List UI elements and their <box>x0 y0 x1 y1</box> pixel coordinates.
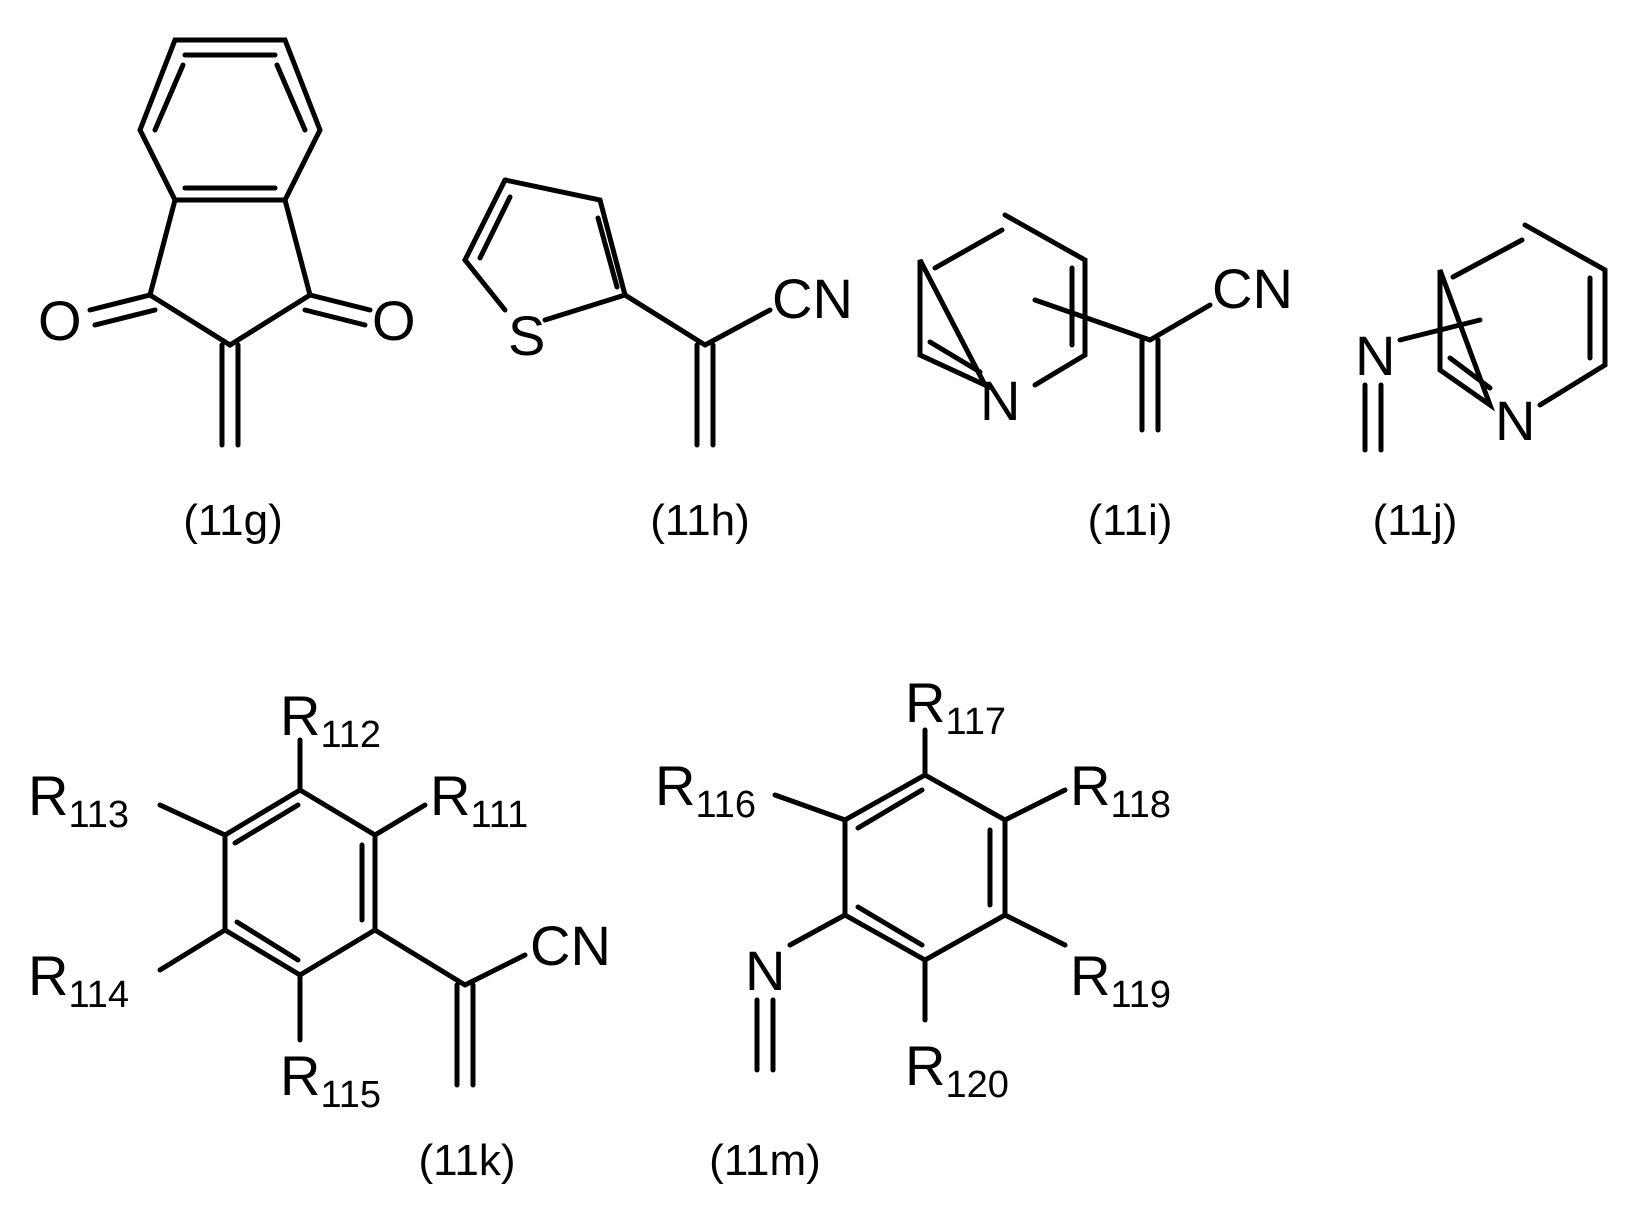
caption-11j: (11j) <box>1373 496 1458 545</box>
structure-11j: N N (11j) <box>1355 225 1605 545</box>
cn-label: CN <box>772 267 853 330</box>
substituent-r116: R116 <box>655 754 756 826</box>
oxygen-label-right: O <box>372 289 416 352</box>
substituent-r117: R117 <box>905 671 1006 743</box>
caption-11m: (11m) <box>709 1136 821 1185</box>
substituent-r119: R119 <box>1070 944 1171 1016</box>
cn-label: CN <box>1212 257 1293 320</box>
structure-11i: N CN (11i) <box>920 215 1293 545</box>
nitrogen-label: N <box>745 939 785 1002</box>
substituent-r114: R114 <box>28 944 129 1016</box>
caption-11i: (11i) <box>1088 496 1173 545</box>
structure-11g: O O (11g) <box>38 40 416 545</box>
substituent-r120: R120 <box>905 1034 1009 1106</box>
imine-nitrogen-label: N <box>1355 324 1395 387</box>
structure-11m: R117 R116 R118 R119 R120 N (11m) <box>655 671 1171 1185</box>
substituent-r111: R111 <box>430 764 528 836</box>
substituent-r115: R115 <box>280 1044 381 1116</box>
cn-label: CN <box>530 914 611 977</box>
caption-11k: (11k) <box>419 1136 516 1185</box>
substituent-r113: R113 <box>28 764 129 836</box>
sulfur-label: S <box>508 304 545 367</box>
nitrogen-label: N <box>980 369 1020 432</box>
substituent-r112: R112 <box>280 684 381 756</box>
ring-nitrogen-label: N <box>1495 389 1535 452</box>
oxygen-label-left: O <box>38 289 82 352</box>
substituent-r118: R118 <box>1070 754 1171 826</box>
caption-11h: (11h) <box>650 496 749 545</box>
caption-11g: (11g) <box>183 496 282 545</box>
structure-11h: S CN (11h) <box>465 180 853 545</box>
structure-11k: R112 R113 R111 R114 R115 CN (11k) <box>28 684 611 1185</box>
